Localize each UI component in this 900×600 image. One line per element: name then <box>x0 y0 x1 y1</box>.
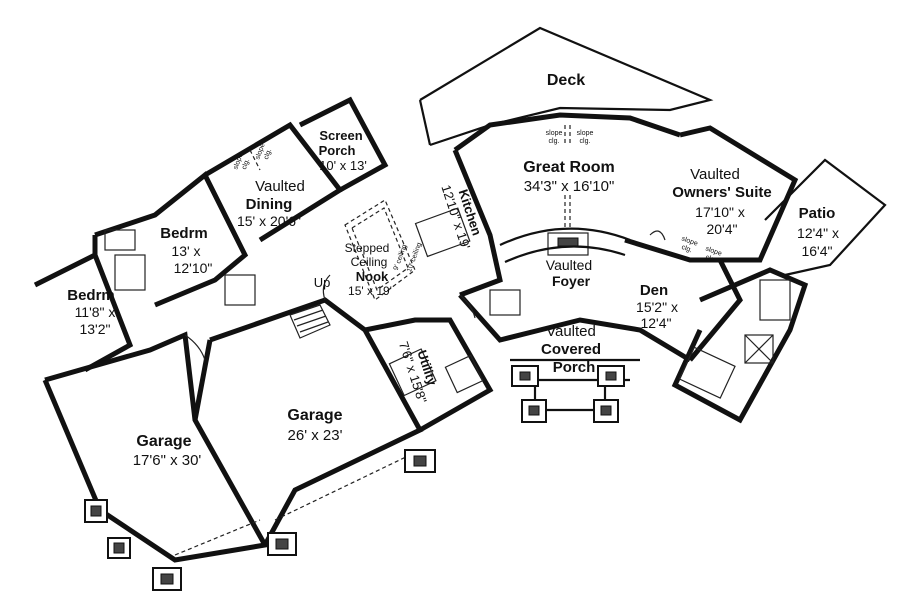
bedroom-center-name: Bedrm <box>160 225 208 242</box>
den-dims-2: 12'4" <box>640 315 671 331</box>
owners-suite-name-1: Vaulted <box>690 166 740 183</box>
stair-up-label: Up <box>314 275 331 290</box>
garage-pier <box>84 499 108 523</box>
slope-note: slope <box>577 130 594 137</box>
covered-porch-name-2: Covered <box>541 341 601 358</box>
great-room-name: Great Room <box>523 159 615 176</box>
bedroom-left-dims-1: 11'8" x <box>75 304 116 320</box>
screen-porch-name-2: Porch <box>319 143 356 158</box>
porch-pier <box>593 399 619 423</box>
screen-porch-name-1: Screen <box>319 128 362 143</box>
patio-dims-2: 16'4" <box>801 243 832 259</box>
bedroom-center-dims-1: 13' x <box>171 243 200 259</box>
great-room-dims: 34'3" x 16'10" <box>524 178 615 195</box>
owners-suite-name-2: Owners' Suite <box>672 184 771 201</box>
interior-details <box>104 125 791 556</box>
clg-note: clg. <box>549 138 560 145</box>
dining-name-2: Dining <box>246 196 293 213</box>
deck-label: Deck <box>547 72 585 89</box>
bedroom-center-dims-2: 12'10" <box>174 260 213 276</box>
foyer-name-1: Vaulted <box>546 257 592 273</box>
den-name: Den <box>640 282 668 299</box>
garage-pier <box>107 537 131 559</box>
dining-name-1: Vaulted <box>255 178 305 195</box>
nook-dims: 15' x 19' <box>348 284 392 298</box>
den-dims-1: 15'2" x <box>636 299 678 315</box>
garage-pier <box>152 567 182 591</box>
porch-pier <box>521 399 547 423</box>
owners-suite-dims-1: 17'10" x <box>695 204 745 220</box>
porch-pier <box>597 365 625 387</box>
patio-dims-1: 12'4" x <box>797 225 839 241</box>
garage-left-dims: 17'6" x 30' <box>133 452 202 469</box>
clg-note: clg. <box>680 244 693 254</box>
owners-suite-dims-2: 20'4" <box>706 221 737 237</box>
nook-name-1: Stepped <box>345 241 390 255</box>
covered-porch-name-3: Porch <box>553 359 596 376</box>
slope-note: slope <box>546 130 563 137</box>
patio-name: Patio <box>799 205 836 222</box>
ceiling-note-9ft: 9' ceiling <box>393 244 409 272</box>
bedroom-left-dims-2: 13'2" <box>79 321 110 337</box>
garage-left-name: Garage <box>136 433 191 450</box>
garage-center-dims: 26' x 23' <box>288 427 343 444</box>
stair <box>289 304 331 339</box>
clg-note: clg. <box>263 148 273 161</box>
clg-note: clg. <box>241 158 251 171</box>
foyer-name-2: Foyer <box>552 273 591 289</box>
exterior-walls <box>33 96 887 563</box>
clg-note: clg. <box>704 254 717 264</box>
covered-porch-name-1: Vaulted <box>546 323 596 340</box>
garage-center-name: Garage <box>287 407 342 424</box>
screen-porch-dims: 10' x 13' <box>319 158 367 173</box>
nook-name-3: Nook <box>356 269 389 284</box>
clg-note: clg. <box>580 138 591 145</box>
bedroom-left-name: Bedrm <box>67 287 115 304</box>
porch-pier <box>511 365 539 387</box>
garage-pier <box>267 532 297 556</box>
nook-name-2: Ceiling <box>351 255 388 269</box>
garage-pier <box>404 449 436 473</box>
dining-dims: 15' x 20'6" <box>237 213 301 229</box>
